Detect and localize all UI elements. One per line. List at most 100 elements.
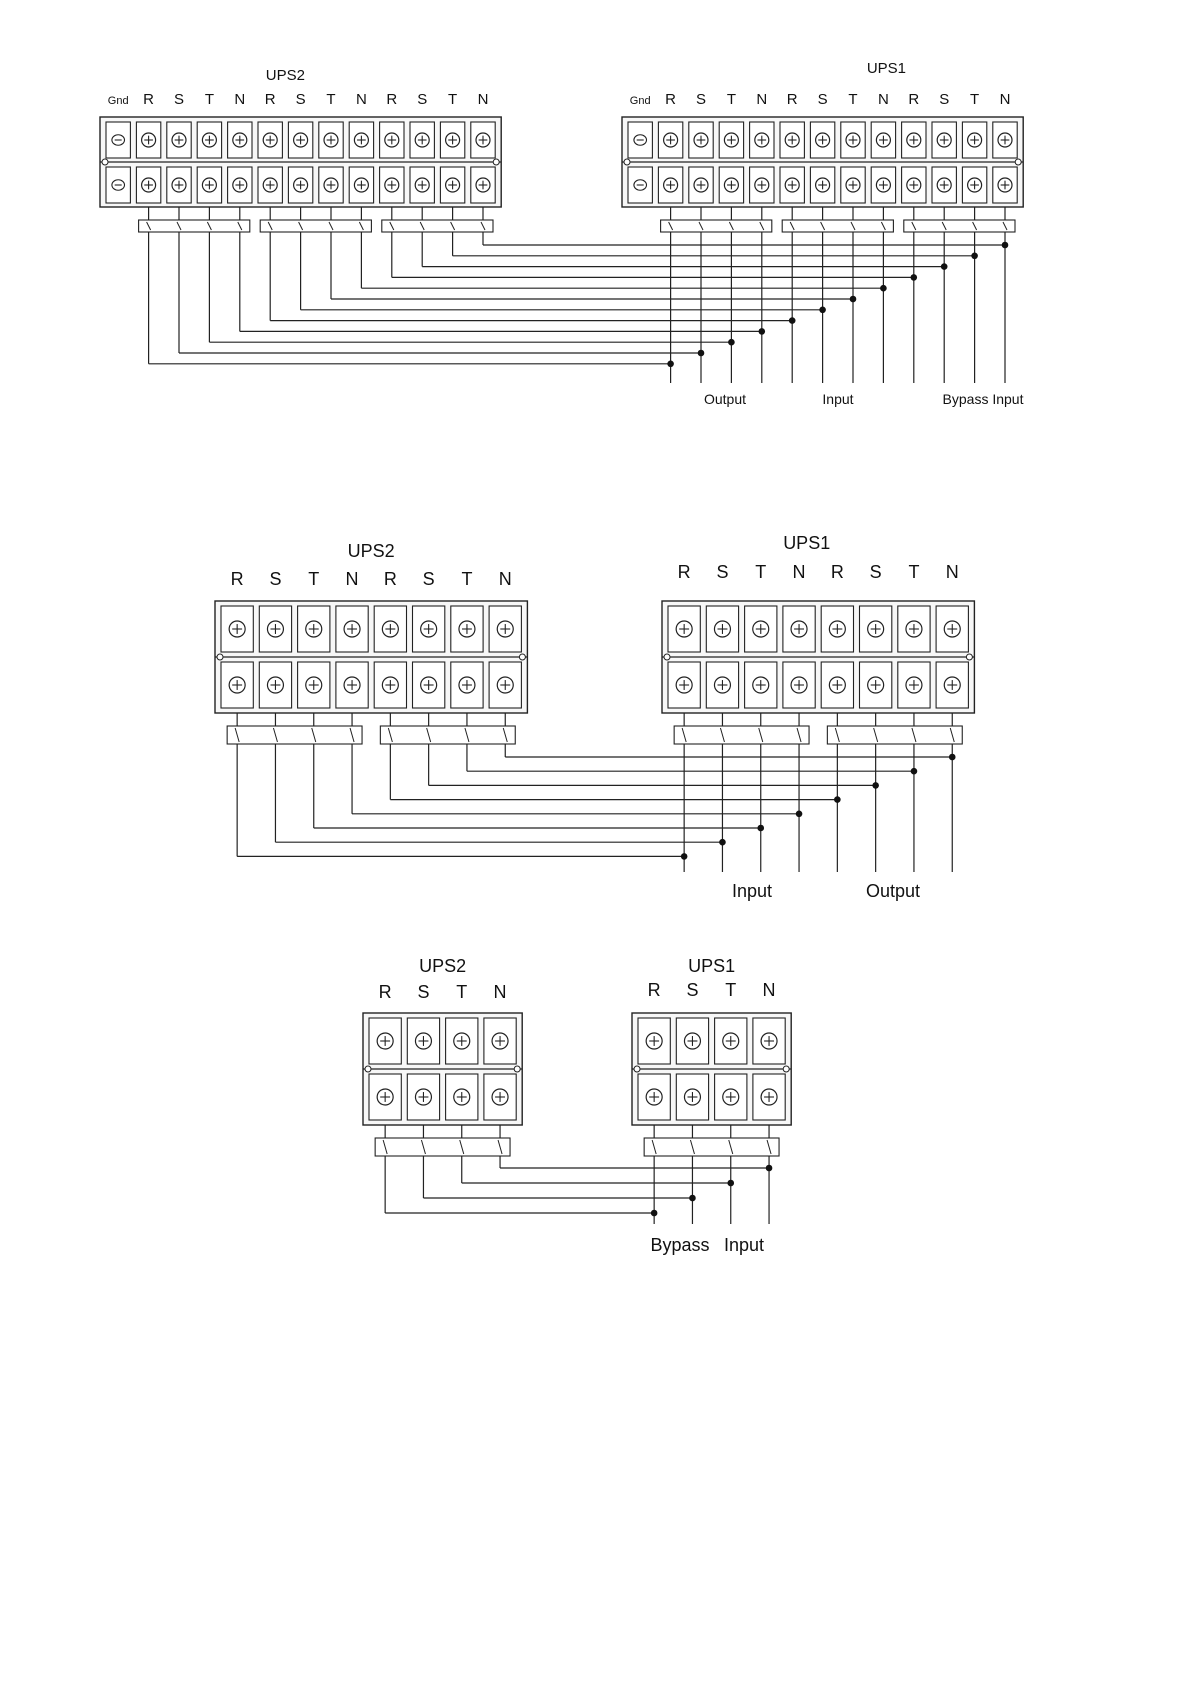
breaker-switch — [382, 220, 493, 232]
ups1-terminal-label: S — [696, 91, 706, 108]
junction-dot — [719, 839, 726, 846]
ups1-title: UPS1 — [867, 60, 906, 77]
junction-dot — [681, 853, 688, 860]
ups1-title: UPS1 — [783, 533, 830, 553]
mount-hole-icon — [365, 1066, 371, 1072]
breaker-switch — [644, 1138, 779, 1156]
ups1-terminal-label: R — [831, 562, 844, 582]
group-label: Bypass Input — [943, 391, 1024, 407]
ups2-terminal-label: N — [356, 91, 367, 108]
junction-dot — [796, 811, 803, 818]
ups2-terminal-label: R — [265, 91, 276, 108]
group-label: Output — [704, 391, 746, 407]
breaker-switch — [827, 726, 962, 744]
junction-dot — [766, 1165, 773, 1172]
ups2-terminal-label: T — [456, 982, 467, 1002]
breaker-switch — [260, 220, 371, 232]
junction-dot — [880, 285, 887, 292]
ups2-title: UPS2 — [419, 956, 466, 976]
ups1-terminal-label: N — [1000, 91, 1011, 108]
ups1-terminal-label: R — [665, 91, 676, 108]
ups2-terminal-label: T — [461, 569, 472, 589]
group-label: Input — [724, 1235, 764, 1255]
junction-dot — [819, 307, 826, 314]
ups2-terminal-label: N — [234, 91, 245, 108]
ups1-terminal-label: S — [716, 562, 728, 582]
junction-dot — [689, 1195, 696, 1202]
ups2-terminal-label: S — [417, 982, 429, 1002]
junction-dot — [1002, 242, 1009, 249]
ups1-terminal-label: T — [970, 91, 979, 108]
junction-dot — [872, 782, 879, 789]
ups2-terminal-label: N — [499, 569, 512, 589]
ups1-terminal-label: R — [787, 91, 798, 108]
ups2-terminal-label: R — [379, 982, 392, 1002]
ups2-terminal-label: T — [205, 91, 214, 108]
ups1-terminal-label: R — [648, 980, 661, 1000]
group-label: Input — [822, 391, 853, 407]
junction-dot — [834, 796, 841, 803]
mount-hole-icon — [493, 159, 499, 165]
ups2-terminal-label: Gnd — [108, 95, 129, 107]
ups1-terminal-label: S — [686, 980, 698, 1000]
mount-hole-icon — [783, 1066, 789, 1072]
junction-dot — [949, 754, 956, 761]
mount-hole-icon — [966, 654, 972, 660]
junction-dot — [971, 253, 978, 260]
ups2-terminal-label: R — [143, 91, 154, 108]
junction-dot — [728, 339, 735, 346]
ups1-terminal-label: R — [908, 91, 919, 108]
ups2-terminal-label: T — [448, 91, 457, 108]
mount-hole-icon — [519, 654, 525, 660]
group-label: Bypass — [650, 1235, 709, 1255]
junction-dot — [667, 361, 674, 368]
mount-hole-icon — [634, 1066, 640, 1072]
ups2-terminal-label: N — [494, 982, 507, 1002]
ups1-terminal-label: S — [818, 91, 828, 108]
mount-hole-icon — [514, 1066, 520, 1072]
ups2-terminal-label: S — [269, 569, 281, 589]
ups2-terminal-label: S — [423, 569, 435, 589]
ups1-terminal-label: N — [763, 980, 776, 1000]
mount-hole-icon — [102, 159, 108, 165]
ups2-terminal-label: S — [174, 91, 184, 108]
diagram-1: UPS2UPS1GndRSTNRSTNRSTNGndRSTNRSTNRSTNOu… — [100, 60, 1024, 407]
junction-dot — [698, 350, 705, 357]
ups1-terminal-label: R — [678, 562, 691, 582]
ups2-terminal-label: R — [384, 569, 397, 589]
ups2-terminal-label: N — [478, 91, 489, 108]
ups1-terminal-label: T — [848, 91, 857, 108]
breaker-switch — [904, 220, 1015, 232]
breaker-switch — [782, 220, 893, 232]
junction-dot — [757, 825, 764, 832]
junction-dot — [911, 274, 918, 281]
ups1-terminal-label: N — [793, 562, 806, 582]
junction-dot — [759, 328, 766, 335]
junction-dot — [850, 296, 857, 303]
group-label: Input — [732, 881, 772, 901]
group-label: Output — [866, 881, 920, 901]
breaker-switch — [674, 726, 809, 744]
junction-dot — [651, 1210, 658, 1217]
ups1-terminal-label: S — [939, 91, 949, 108]
breaker-switch — [380, 726, 515, 744]
ups2-title: UPS2 — [348, 541, 395, 561]
ups2-terminal-label: S — [296, 91, 306, 108]
breaker-switch — [139, 220, 250, 232]
ups1-terminal-label: S — [870, 562, 882, 582]
ups1-terminal-label: T — [908, 562, 919, 582]
breaker-switch — [227, 726, 362, 744]
ups1-terminal-label: N — [756, 91, 767, 108]
breaker-switch — [661, 220, 772, 232]
junction-dot — [789, 317, 796, 324]
ups2-terminal-label: T — [326, 91, 335, 108]
breaker-switch — [375, 1138, 510, 1156]
ups2-terminal-label: N — [346, 569, 359, 589]
ups1-terminal-label: T — [725, 980, 736, 1000]
ups1-terminal-label: N — [878, 91, 889, 108]
junction-dot — [727, 1180, 734, 1187]
ups1-title: UPS1 — [688, 956, 735, 976]
